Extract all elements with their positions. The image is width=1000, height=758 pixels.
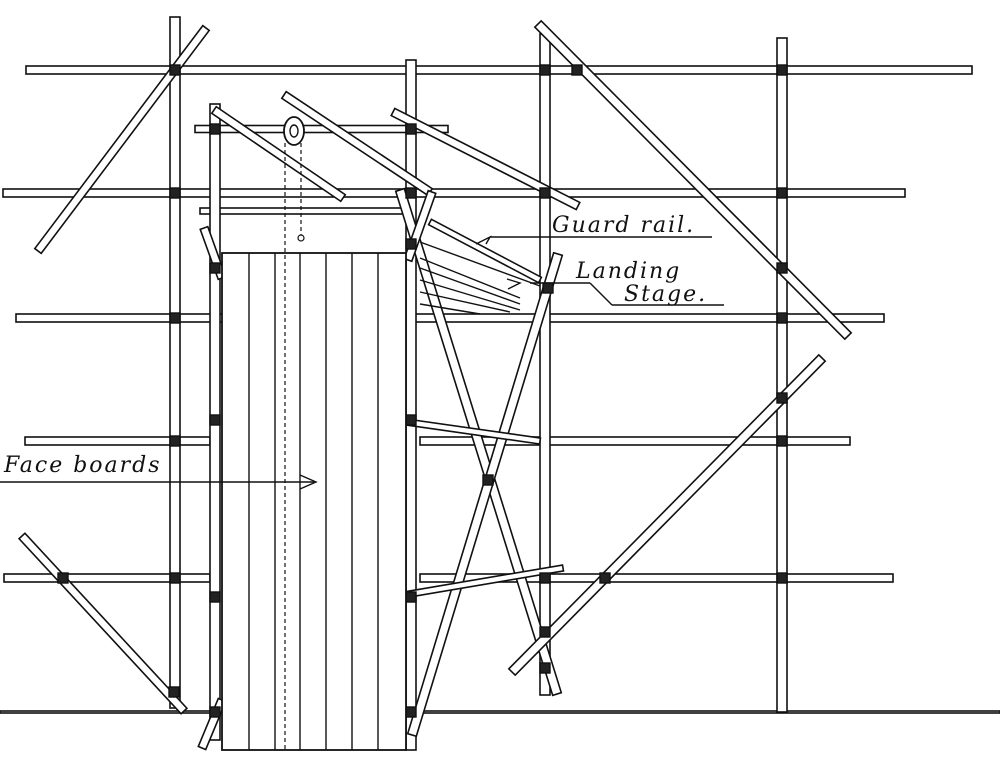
ledger-tube [24,436,211,446]
coupler [209,706,221,718]
brace-tube [17,532,189,715]
pulley [283,116,305,750]
coupler [776,64,788,76]
coupler [599,572,611,584]
label-stage: Stage. [624,282,707,307]
standard-tube [405,59,417,751]
ledger-tube [419,573,894,583]
scaffold-pipes [0,16,1000,751]
coupler [571,64,583,76]
coupler [539,572,551,584]
coupler [482,474,494,486]
coupler [405,123,417,135]
coupler [168,686,180,698]
coupler [776,312,788,324]
coupler [169,64,181,76]
coupler [539,187,551,199]
coupler [57,572,69,584]
coupler [776,262,788,274]
coupler [169,187,181,199]
ledger-tube [15,313,885,323]
coupler [209,414,221,426]
coupler [169,572,181,584]
brace-tube [33,24,211,255]
coupler [776,572,788,584]
guard-rail-tube [427,218,543,284]
face-boards-panel [221,252,407,751]
brace-tube [507,353,827,677]
coupler [209,123,221,135]
coupler [539,662,551,674]
ledger-tube [2,188,906,198]
label-guard-rail: Guard rail. [552,213,695,238]
label-landing: Landing [575,259,681,284]
coupler [776,392,788,404]
ledger-tube [419,436,851,446]
landing-stage [419,241,541,315]
coupler [405,414,417,426]
coupler [209,262,221,274]
guard-rail-tube [199,207,411,215]
coupler [405,591,417,603]
coupler [539,64,551,76]
coupler [169,312,181,324]
brace-tube [394,187,563,697]
coupler [542,282,554,294]
standard-tube [776,37,788,713]
brace-tube [533,19,853,341]
ledger-tube [25,65,973,75]
standard-tube [169,16,181,709]
standard-tube [539,33,551,696]
brace-tube [406,251,564,738]
coupler [169,435,181,447]
brace-tube [210,105,347,203]
coupler [539,626,551,638]
leader-lines [0,235,724,490]
coupler [776,435,788,447]
brace-tube [390,107,581,211]
coupler [776,187,788,199]
label-face-boards: Face boards [3,453,162,478]
coupler [405,706,417,718]
coupler [209,591,221,603]
coupler [405,187,417,199]
coupler [405,238,417,250]
wall-line [0,710,1000,714]
